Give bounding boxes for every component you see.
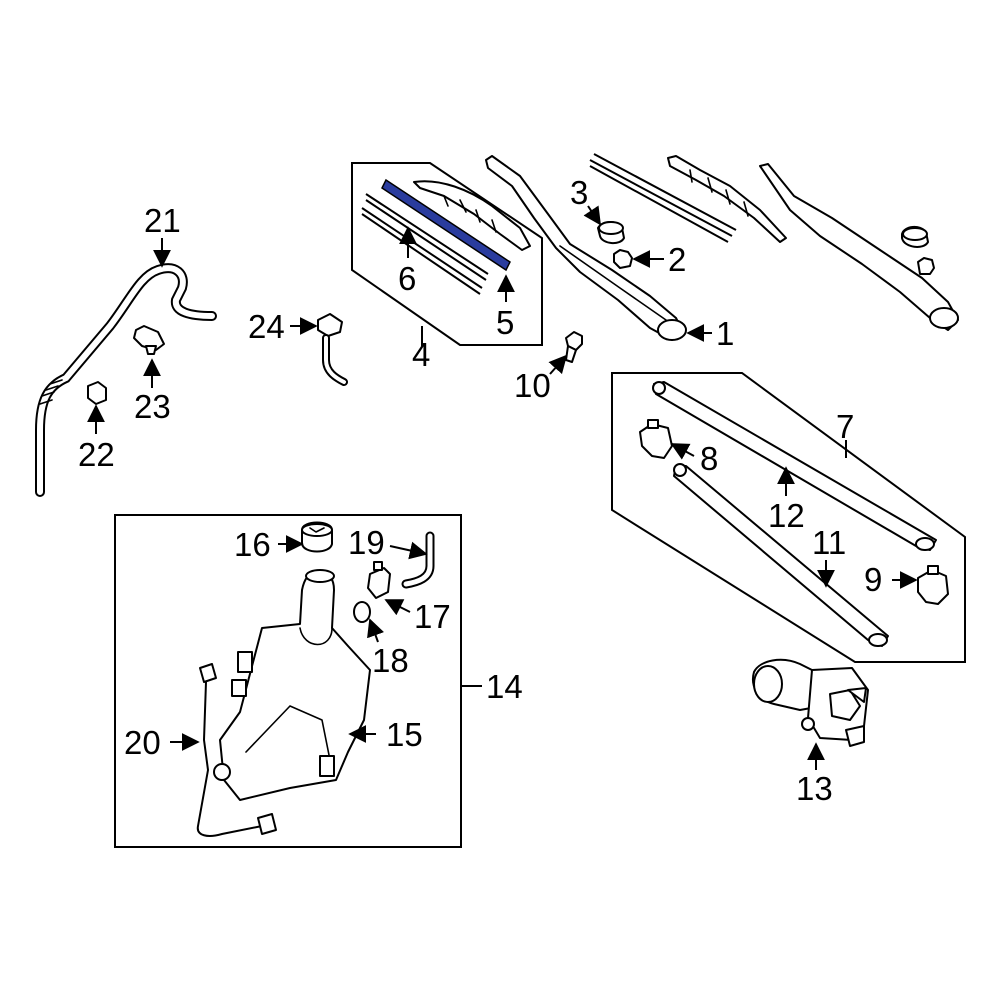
callout-24: 24: [248, 308, 285, 345]
pivot-cap[interactable]: [597, 221, 625, 244]
wiper-blade-refill[interactable]: [361, 193, 489, 295]
wiper-arm[interactable]: [485, 155, 687, 341]
callout-18: 18: [372, 642, 409, 679]
washer-group-box: [114, 514, 462, 848]
wiper-motor[interactable]: [752, 658, 869, 747]
callout-12: 12: [768, 497, 805, 534]
reservoir-cap[interactable]: [301, 521, 333, 553]
linkage-rod-12[interactable]: [652, 381, 937, 551]
leader-lines: [87, 205, 918, 770]
linkage-group-box: [611, 372, 966, 663]
level-sensor-wire[interactable]: [196, 663, 277, 837]
callout-6: 6: [398, 260, 416, 297]
arm-nut[interactable]: [613, 249, 633, 269]
callout-23: 23: [134, 388, 171, 425]
callout-22: 22: [78, 436, 115, 473]
pivot-9[interactable]: [917, 565, 949, 605]
linkage-rod-11[interactable]: [673, 463, 889, 647]
hose-clip[interactable]: [87, 381, 107, 405]
callout-10: 10: [514, 367, 551, 404]
callout-7: 7: [836, 408, 854, 445]
washer-pump[interactable]: [367, 561, 391, 599]
pivot-8[interactable]: [639, 419, 673, 459]
callout-19: 19: [348, 524, 385, 561]
callout-17: 17: [414, 598, 451, 635]
callout-1: 1: [716, 315, 734, 352]
callout-16: 16: [234, 526, 271, 563]
ref-blade-refill: [589, 153, 737, 243]
wiper-blade-frame[interactable]: [413, 180, 531, 251]
callout-labels: 1 2 3 4 5 6 7 8 9 10 11 12 13 14 15 16 1…: [78, 174, 882, 807]
callout-2: 2: [668, 241, 686, 278]
hose-clamp[interactable]: [133, 325, 165, 355]
ref-blade-frame: [667, 155, 787, 243]
pump-grommet[interactable]: [353, 601, 371, 623]
ref-wiper-arm: [759, 163, 959, 331]
washer-hose[interactable]: [35, 263, 217, 497]
pump-hose[interactable]: [401, 531, 435, 589]
washer-nozzle[interactable]: [317, 313, 348, 386]
callout-8: 8: [700, 440, 718, 477]
callout-11: 11: [812, 524, 846, 561]
callout-5: 5: [496, 304, 514, 341]
callout-14: 14: [486, 668, 523, 705]
callout-15: 15: [386, 716, 423, 753]
wiper-blade-group-box: [351, 162, 543, 346]
callout-21: 21: [144, 202, 181, 239]
callout-9: 9: [864, 561, 882, 598]
callout-3: 3: [570, 174, 588, 211]
washer-tank[interactable]: [213, 569, 371, 801]
callout-20: 20: [124, 724, 161, 761]
callout-13: 13: [796, 770, 833, 807]
callout-4: 4: [412, 336, 430, 373]
bolt[interactable]: [565, 331, 583, 363]
wiper-blade-highlighted[interactable]: [381, 178, 511, 272]
